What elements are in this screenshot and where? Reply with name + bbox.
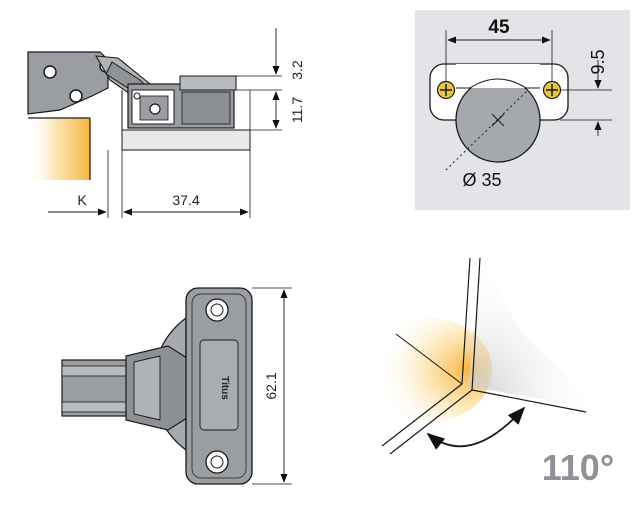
diameter-leader — [445, 89, 529, 171]
open-door — [381, 383, 463, 447]
plate-screw-hole-inner — [210, 303, 224, 317]
screw-right — [542, 80, 562, 100]
center-mark — [491, 113, 505, 127]
hinge-arm-body-top — [179, 75, 237, 91]
wall-shade — [468, 258, 600, 410]
dim-62-1-label: 62.1 — [263, 372, 279, 399]
base-plate-inner — [191, 293, 247, 479]
dim-11-7-label: 11.7 — [289, 97, 305, 123]
cup-rivet — [69, 89, 83, 103]
adjust-screw — [149, 103, 161, 115]
dim-45-label: 45 — [488, 17, 510, 38]
cabinet-side-panel — [121, 129, 251, 151]
cabinet-wall — [461, 257, 471, 385]
plate-screw-hole — [205, 298, 229, 322]
opening-angle-view: 110° — [368, 257, 614, 488]
cup-edge — [456, 78, 540, 89]
dim-3-2-label: 3.2 — [289, 60, 305, 80]
side-view: 3.2 11.7 K 37.4 — [27, 28, 305, 218]
hinge-arm-side — [181, 91, 231, 125]
cabinet-front — [471, 389, 587, 413]
dim-9-5-label: 9.5 — [588, 49, 608, 74]
plate-cover — [456, 64, 540, 88]
plate-screw-hole — [205, 450, 229, 474]
door-panel — [28, 118, 90, 180]
dim-37-4-label: 37.4 — [172, 192, 199, 208]
cabinet-wall — [471, 257, 481, 391]
hinge-cup — [27, 51, 109, 115]
hinge-knuckle-face — [133, 355, 161, 421]
door-inner-edge — [395, 333, 463, 385]
mount-plate-view: 45 9.5 Ø 35 — [415, 10, 630, 210]
screw-left — [436, 80, 456, 100]
adjust-screw — [133, 92, 141, 100]
plate-raised-center — [199, 339, 239, 431]
brand-logo-text: Titus — [219, 376, 230, 400]
top-view: Titus 62.1 — [61, 287, 292, 485]
angle-arc — [426, 406, 526, 450]
dim-k-label: K — [77, 192, 87, 208]
opening-angle-label: 110° — [542, 447, 614, 488]
dim-diameter-label: Ø 35 — [462, 170, 501, 190]
door-glow — [368, 318, 492, 422]
cup-rivet — [43, 65, 57, 79]
plate-screw-hole-inner — [210, 455, 224, 469]
